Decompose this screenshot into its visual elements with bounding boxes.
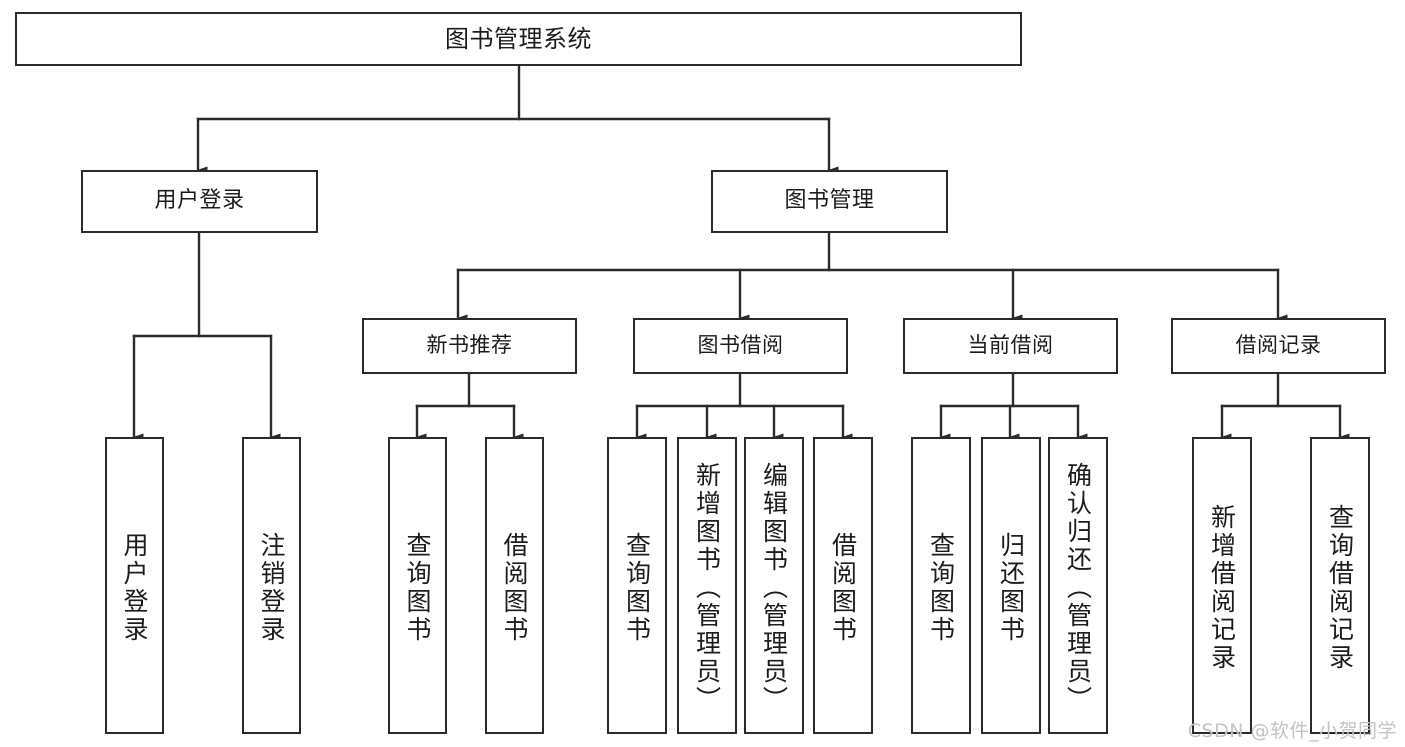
node-label: 当前借阅 <box>967 333 1054 358</box>
node-label: 查询借阅记录 <box>1325 503 1355 672</box>
node-label: 借阅记录 <box>1235 333 1322 358</box>
node-label: 新增图书（管理员） <box>692 461 722 714</box>
node-borrow-record[interactable]: 借阅记录 <box>1171 318 1386 374</box>
node-label: 用户登录 <box>154 188 245 214</box>
node-book-borrow[interactable]: 图书借阅 <box>633 318 848 374</box>
node-label: 新增借阅记录 <box>1207 503 1237 672</box>
node-root-book-management-system[interactable]: 图书管理系统 <box>15 12 1022 66</box>
node-label: 归还图书 <box>996 531 1026 644</box>
node-label: 查询图书 <box>926 531 956 644</box>
node-label: 新书推荐 <box>426 333 513 358</box>
leaf-new-book-query-book[interactable]: 查询图书 <box>388 437 447 734</box>
leaf-user-login-login[interactable]: 用户登录 <box>105 437 164 734</box>
leaf-record-query-borrow-record[interactable]: 查询借阅记录 <box>1310 437 1370 734</box>
leaf-borrow-borrow-book[interactable]: 借阅图书 <box>813 437 873 734</box>
node-new-book-recommend[interactable]: 新书推荐 <box>362 318 577 374</box>
node-label: 借阅图书 <box>828 531 858 644</box>
leaf-user-login-logout[interactable]: 注销登录 <box>242 437 301 734</box>
node-label: 图书管理系统 <box>445 24 592 53</box>
leaf-new-book-borrow-book[interactable]: 借阅图书 <box>485 437 544 734</box>
node-current-borrow[interactable]: 当前借阅 <box>903 318 1118 374</box>
leaf-current-query-book[interactable]: 查询图书 <box>911 437 971 734</box>
node-label: 用户登录 <box>120 531 149 644</box>
node-label: 借阅图书 <box>500 531 529 644</box>
node-label: 图书借阅 <box>697 333 784 358</box>
leaf-record-add-borrow-record[interactable]: 新增借阅记录 <box>1192 437 1252 734</box>
node-book-management[interactable]: 图书管理 <box>711 170 948 233</box>
node-label: 编辑图书（管理员） <box>759 461 789 714</box>
node-label: 图书管理 <box>784 188 875 214</box>
leaf-current-confirm-return-admin[interactable]: 确认归还（管理员） <box>1048 437 1108 734</box>
node-label: 确认归还（管理员） <box>1063 461 1093 714</box>
leaf-current-return-book[interactable]: 归还图书 <box>981 437 1041 734</box>
node-label: 注销登录 <box>257 531 286 644</box>
leaf-borrow-add-book-admin[interactable]: 新增图书（管理员） <box>677 437 737 734</box>
node-user-login[interactable]: 用户登录 <box>81 170 318 233</box>
node-label: 查询图书 <box>622 531 652 644</box>
csdn-watermark: CSDN @软件_小贺同学 <box>1187 720 1397 742</box>
leaf-borrow-edit-book-admin[interactable]: 编辑图书（管理员） <box>744 437 804 734</box>
node-label: 查询图书 <box>403 531 432 644</box>
leaf-borrow-query-book[interactable]: 查询图书 <box>607 437 667 734</box>
